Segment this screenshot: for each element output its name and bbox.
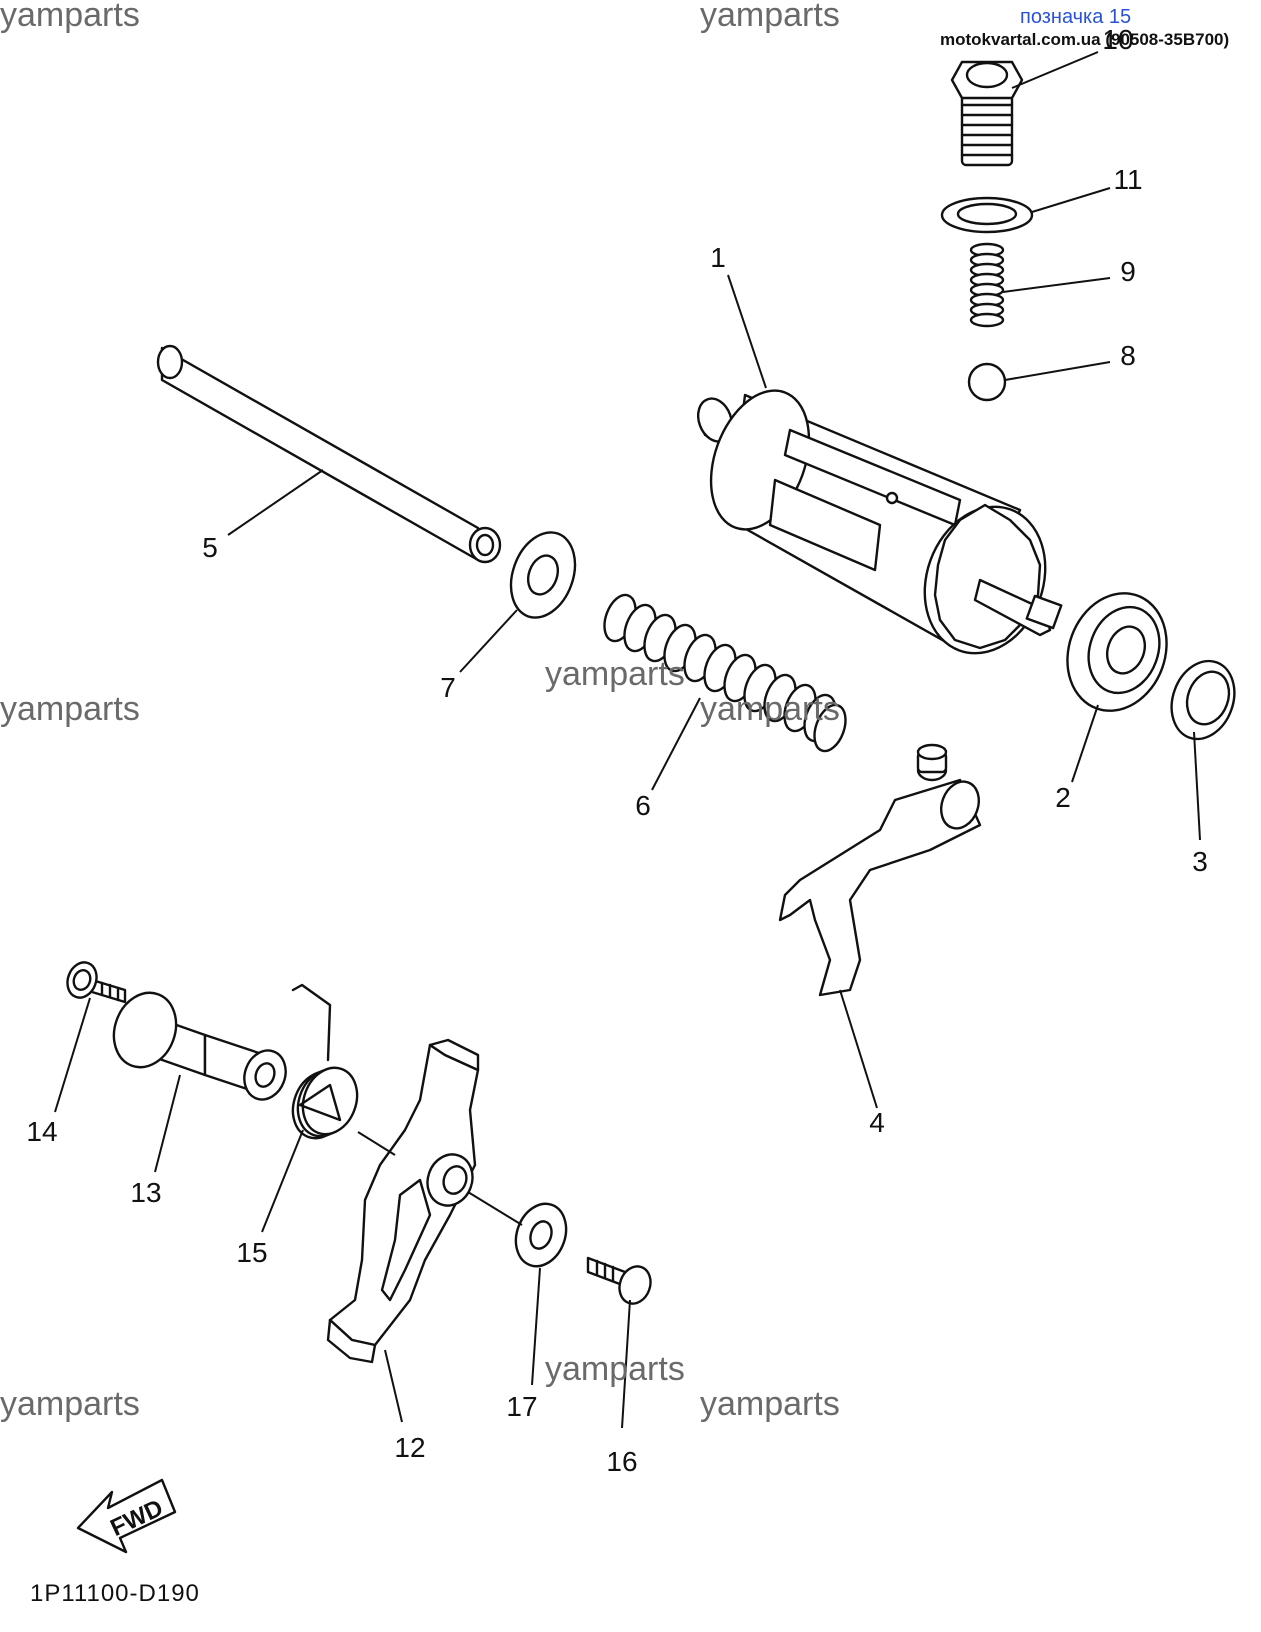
callout-10: 10 xyxy=(1102,24,1134,55)
part-7-washer[interactable] xyxy=(500,523,586,626)
part-15-torsion-spring[interactable] xyxy=(284,983,366,1146)
watermark: yamparts xyxy=(0,690,140,728)
callout-7: 7 xyxy=(440,672,456,703)
watermark: yamparts xyxy=(545,1350,685,1388)
callout-15: 15 xyxy=(236,1237,268,1268)
watermark: yamparts xyxy=(0,0,140,34)
watermark: yamparts xyxy=(700,0,840,34)
watermark: yamparts xyxy=(545,655,685,693)
callout-4: 4 xyxy=(869,1107,885,1138)
part-3-oil-seal[interactable] xyxy=(1161,652,1245,748)
callout-14: 14 xyxy=(26,1116,58,1147)
header-label: позначка 15 xyxy=(1020,6,1132,28)
part-9-spring[interactable] xyxy=(969,242,1005,328)
part-12-shift-lever[interactable] xyxy=(326,1038,480,1364)
callout-2: 2 xyxy=(1055,782,1071,813)
callout-12: 12 xyxy=(394,1432,426,1463)
part-1-shift-drum[interactable] xyxy=(692,377,1065,670)
callout-13: 13 xyxy=(130,1177,162,1208)
callout-3: 3 xyxy=(1192,846,1208,877)
part-17-washer[interactable] xyxy=(508,1197,575,1274)
watermark: yamparts xyxy=(0,1385,140,1423)
watermark: yamparts xyxy=(700,1385,840,1423)
callout-11: 11 xyxy=(1113,164,1143,195)
part-5-shaft[interactable] xyxy=(156,344,502,564)
callout-8: 8 xyxy=(1120,340,1136,371)
part-16-bolt[interactable] xyxy=(586,1256,656,1308)
part-4-shift-fork[interactable] xyxy=(778,743,985,997)
part-2-bearing[interactable] xyxy=(1051,579,1182,725)
part-14-bolt[interactable] xyxy=(63,958,127,1004)
callout-6: 6 xyxy=(635,790,651,821)
diagram-code: 1P11100-D190 xyxy=(30,1580,200,1607)
fwd-arrow-icon: FWD xyxy=(76,1478,177,1554)
part-11-washer[interactable] xyxy=(940,196,1034,234)
part-10-bolt[interactable] xyxy=(950,60,1024,167)
watermark: yamparts xyxy=(700,690,840,728)
part-6-spring[interactable] xyxy=(599,591,852,756)
callout-5: 5 xyxy=(202,532,218,563)
callout-17: 17 xyxy=(506,1391,538,1422)
callout-9: 9 xyxy=(1120,256,1136,287)
part-8-ball[interactable] xyxy=(967,362,1007,402)
callout-16: 16 xyxy=(606,1446,638,1477)
callout-1: 1 xyxy=(710,242,726,273)
part-13-collar[interactable] xyxy=(104,984,293,1105)
header-url[interactable]: motokvartal.com.ua (90508-35B700) xyxy=(940,30,1230,49)
